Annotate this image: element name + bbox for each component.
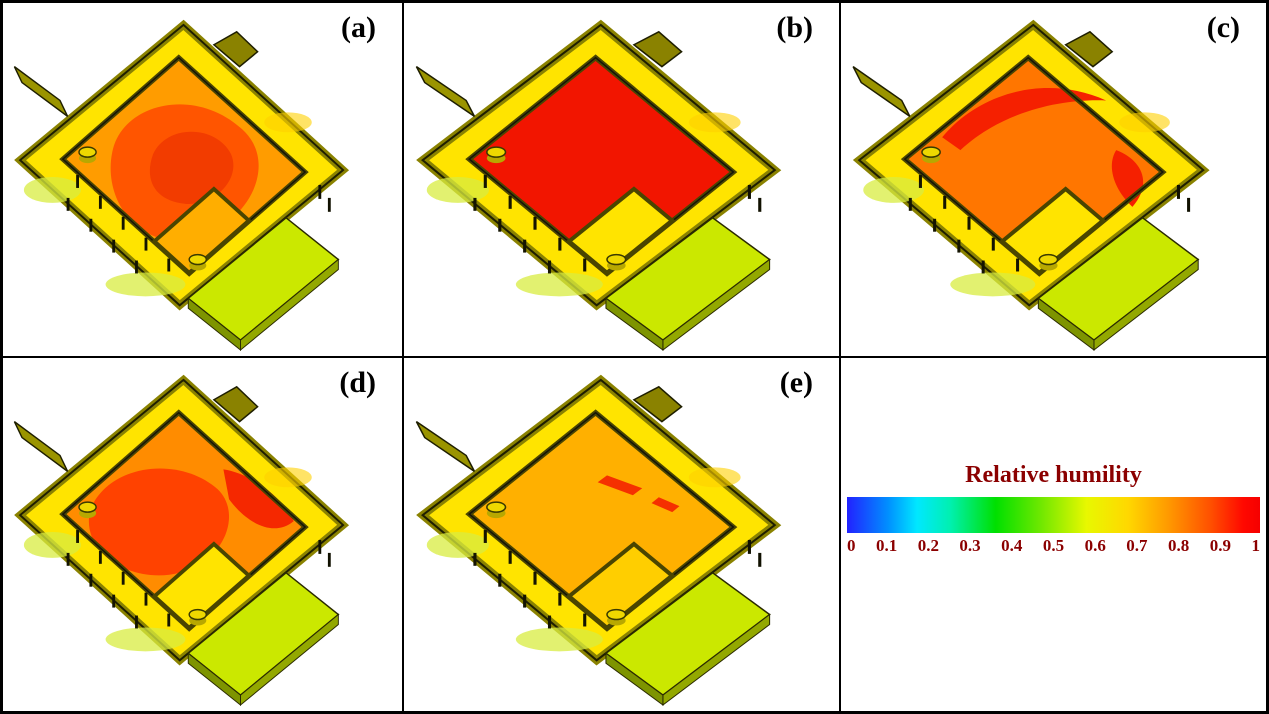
panel-d-3d-view [3, 358, 402, 711]
legend-tick: 0 [847, 536, 856, 555]
panel-b: (b) [404, 3, 841, 358]
legend-tick-labels: 0 0.1 0.2 0.3 0.4 0.5 0.6 0.7 0.8 0.9 1 [847, 536, 1260, 556]
contour-blob-core [223, 469, 294, 529]
contour-blob-core [149, 131, 234, 204]
panel-a-3d-view [3, 3, 402, 356]
panel-label-b: (b) [776, 11, 813, 44]
corridor-floor [154, 188, 250, 274]
corridor-floor [154, 543, 250, 629]
legend: Relative humility 0 0.1 0.2 0.3 0.4 0.5 … [841, 358, 1266, 711]
legend-tick: 0.6 [1084, 536, 1106, 555]
legend-colorbar [847, 497, 1260, 533]
panel-label-d: (d) [339, 366, 376, 399]
panel-label-a: (a) [341, 11, 376, 44]
legend-title: Relative humility [965, 462, 1142, 488]
corridor-floor [568, 543, 673, 629]
panel-a: (a) [3, 3, 404, 358]
panel-e: (e) [404, 358, 841, 711]
contour-blob-high [942, 88, 1107, 151]
legend-tick: 0.9 [1209, 536, 1231, 555]
legend-tick: 0.3 [959, 536, 981, 555]
panel-e-3d-view [404, 358, 839, 711]
panel-label-e: (e) [779, 366, 813, 399]
legend-tick: 0.7 [1126, 536, 1148, 555]
contour-blob-high [88, 468, 230, 576]
panel-label-c: (c) [1206, 11, 1240, 44]
panel-d: (d) [3, 358, 404, 711]
legend-tick: 0.4 [1001, 536, 1023, 555]
panel-c-3d-view [841, 3, 1266, 356]
panel-b-3d-view [404, 3, 839, 356]
legend-tick: 0.1 [875, 536, 898, 555]
panel-c: (c) [841, 3, 1266, 358]
corridor-floor [568, 188, 673, 274]
legend-tick: 1 [1251, 536, 1260, 555]
corridor-floor [1001, 188, 1104, 274]
legend-tick: 0.5 [1042, 536, 1065, 555]
contour-blob-high [597, 475, 680, 513]
legend-tick: 0.2 [917, 536, 939, 555]
legend-tick: 0.8 [1168, 536, 1190, 555]
